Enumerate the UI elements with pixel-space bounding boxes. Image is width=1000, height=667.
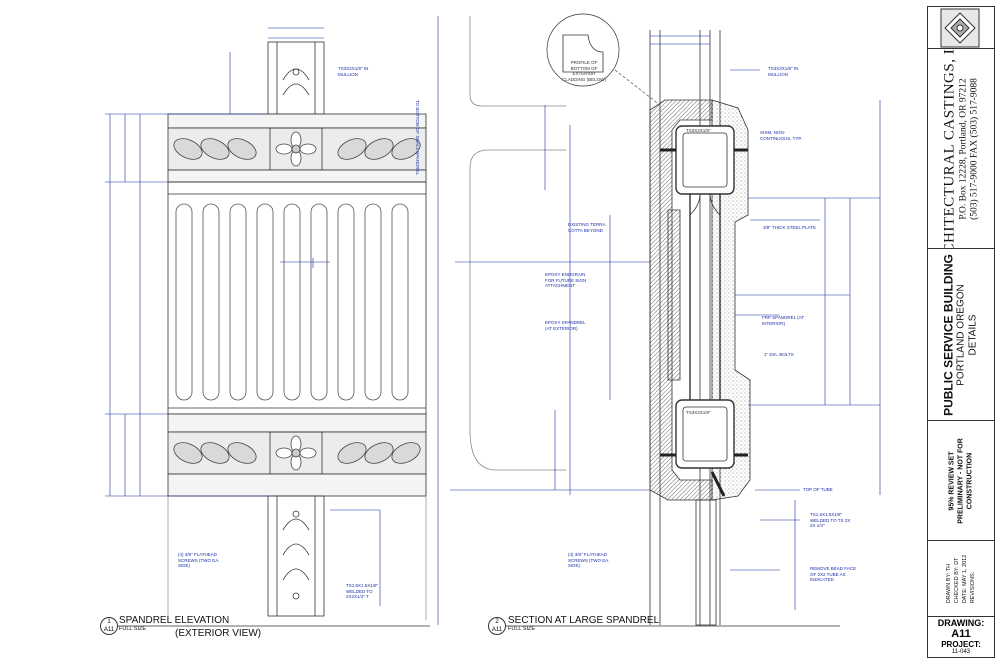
view-sheet-1: A11 <box>103 627 115 633</box>
note-bottom-of-spandrel: TO BOTTOM OF SMALL SPANDREL <box>415 100 420 176</box>
view-sheet-2: A11 <box>491 627 503 633</box>
view-number-1: 1 <box>107 619 111 625</box>
note-steel-plate: 3/8" THICK STEEL PLATE <box>763 225 817 230</box>
note-dia-bolts: 1" DIA. BOLTS <box>764 352 794 357</box>
note-profile: PROFILE OF BOTTOM OF EXTERIOR CLADDING (… <box>562 60 606 82</box>
right-dimension-lines <box>437 16 881 625</box>
firm-address: P.O. Box 12228, Portland, OR 97212 <box>958 77 969 220</box>
view-scale-right: FULL SIZE <box>508 626 535 632</box>
drawing-number-cell: DRAWING: A11 PROJECT: 11-043 <box>928 617 994 657</box>
spandrel-elevation-view <box>167 41 427 620</box>
section-view <box>469 13 751 626</box>
view-bubble-1: 1 A11 <box>100 617 118 635</box>
view-bubble-2: 2 A11 <box>488 617 506 635</box>
project-name: PUBLIC SERVICE BUILDING <box>941 253 956 416</box>
view-title-right: SECTION AT LARGE SPANDREL <box>508 615 660 626</box>
note-welded-left: TS1.5X1.5X1/8" WELDED TO 2X2X1/4" T <box>346 583 379 599</box>
view-number-2: 2 <box>495 619 499 625</box>
note-flathead-right: (4) 3/8" FLATHEAD SCREWS (TWO EA. SIDE) <box>568 552 610 568</box>
firm-info-cell: ARCHITECTURAL CASTINGS, INC. P.O. Box 12… <box>928 49 994 249</box>
note-remove-bead: REMOVE BEAD FACE OF 2X2 TUBE AS INDICATE… <box>810 566 857 582</box>
drawing-label: DRAWING: <box>937 618 985 628</box>
note-epoxy-spandrel: EPOXY SPANDREL (AT EXTERIOR) <box>545 320 586 331</box>
revisions: REVISIONS: <box>970 571 976 603</box>
status-cell: 95% REVIEW SET PRELIMINARY - NOT FOR CON… <box>928 421 994 541</box>
drawn-by: DRAWN BY: TH <box>946 563 952 603</box>
note-tskin-bottom: TS3X2X1/8" <box>686 410 711 415</box>
note-tskin-mullion-right: TS3X2X1/8" IN MULLION <box>768 66 799 77</box>
view-caption-right: SECTION AT LARGE SPANDREL FULL SIZE <box>508 615 659 632</box>
firm-phone: (503) 517-9000 FAX (503) 517-9088 <box>969 77 980 220</box>
meta-cell: DRAWN BY: TH CHECKED BY: DT DATE: MAY 1,… <box>928 541 994 617</box>
view-caption-left: SPANDREL ELEVATION FULL SIZE <box>119 615 229 632</box>
view-scale-left: FULL SIZE <box>119 626 146 632</box>
view-title-left: SPANDREL ELEVATION <box>119 615 230 626</box>
sheet-subject: DETAILS <box>967 314 979 355</box>
status-note: PRELIMINARY - NOT FOR CONSTRUCTION <box>957 437 974 524</box>
drawing-date: DATE: MAY 1, 2012 <box>962 554 968 603</box>
left-dimension-lines <box>105 27 381 606</box>
note-welded-right: TS1.5X1.5X1/8" WELDED TO TS 2X 2X 1/4" <box>810 512 851 528</box>
note-shim: SHIM, NON-CONTINUOUS, TYP. <box>760 130 803 141</box>
note-tskin-top: TS3X2X1/8" <box>686 128 711 133</box>
note-frp-spandrel: FRP SPANDREL (AT INTERIOR) <box>762 315 805 326</box>
project-number: 11-043 <box>951 649 971 655</box>
project-location: PORTLAND OREGON <box>955 283 967 386</box>
firm-logo-cell <box>928 7 994 49</box>
firm-name: ARCHITECTURAL CASTINGS, INC. <box>941 49 958 249</box>
note-epoxy-sign: EPOXY ENDGRAIN FOR FUTURE SIGN ATTACHMEN… <box>545 272 587 288</box>
firm-logo <box>940 8 980 48</box>
title-block: ARCHITECTURAL CASTINGS, INC. P.O. Box 12… <box>927 6 995 658</box>
project-label: PROJECT: <box>941 640 981 649</box>
drawing-number: A11 <box>951 628 971 640</box>
review-set: 95% REVIEW SET <box>948 450 956 511</box>
checked-by: CHECKED BY: DT <box>954 556 960 603</box>
project-info-cell: PUBLIC SERVICE BUILDING PORTLAND OREGON … <box>928 249 994 421</box>
view-subtitle-left: (EXTERIOR VIEW) <box>175 628 262 639</box>
note-terra-cotta: EXISTING TERRA COTTA BEYOND <box>568 222 606 233</box>
note-top-of-tube: TOP OF TUBE <box>803 487 833 492</box>
note-tskin-mullion-left: TS3X2X1/8" IN MULLION <box>338 66 369 77</box>
note-flathead-left: (4) 3/8" FLATHEAD SCREWS (TWO EA. SIDE) <box>178 552 220 568</box>
